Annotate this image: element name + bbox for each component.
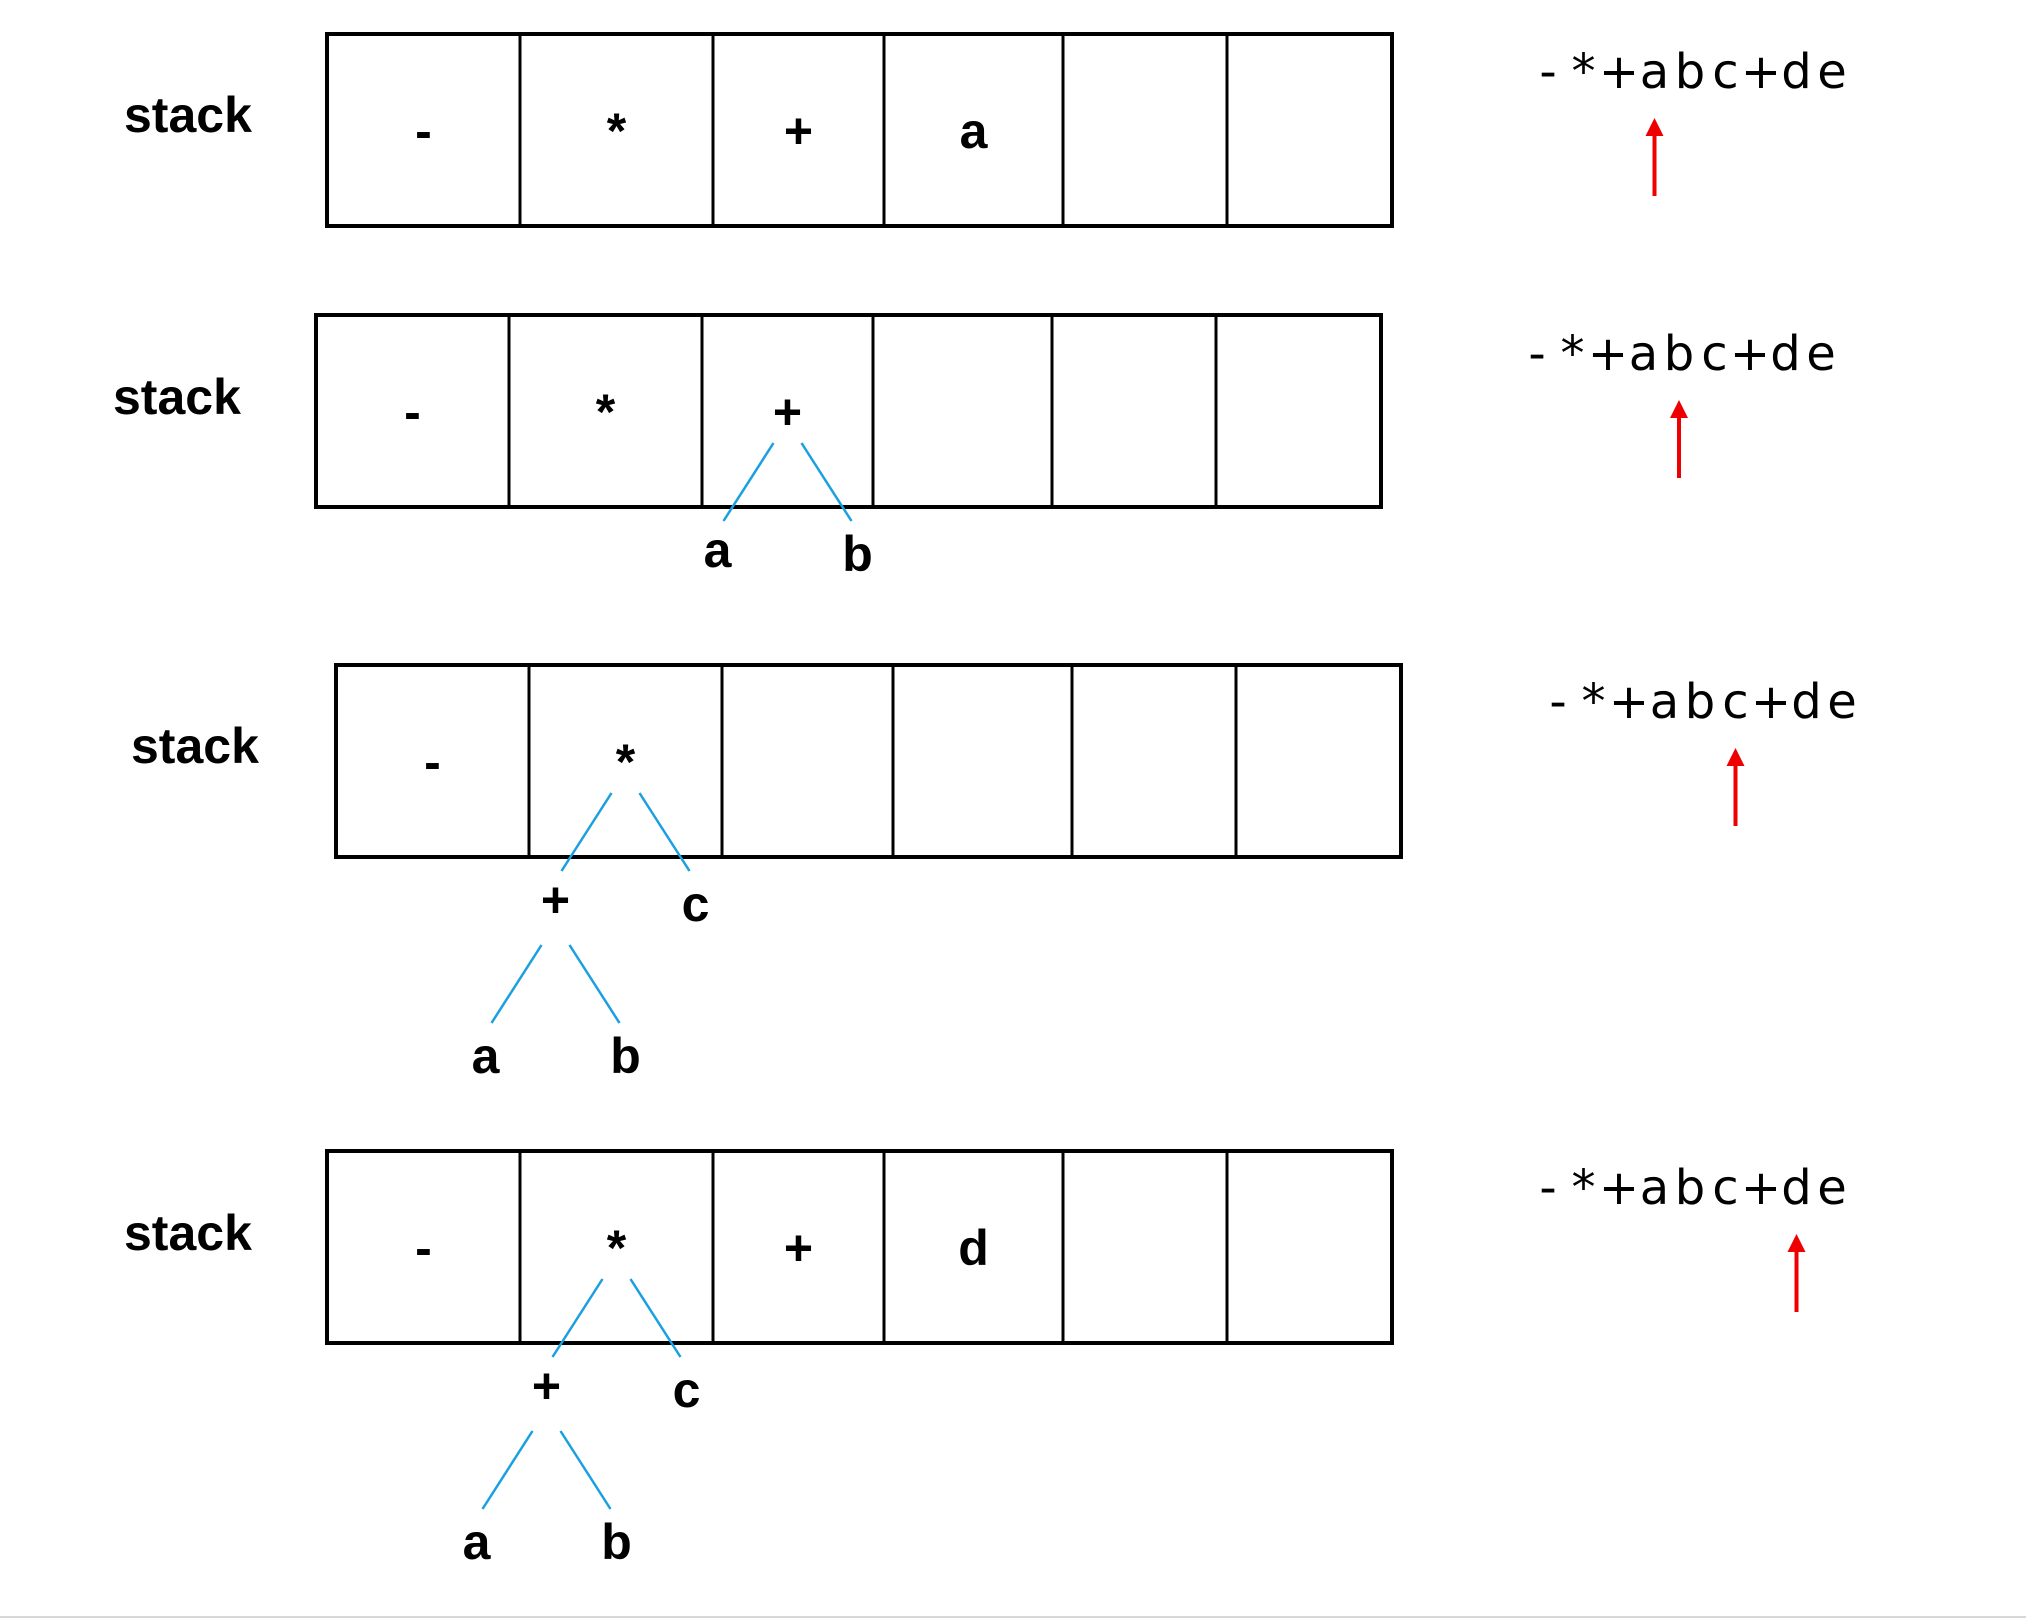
expression-token: * [1572, 44, 1596, 100]
expression-token: b [1675, 1160, 1705, 1216]
expression-token: d [1781, 44, 1811, 100]
expression-token: c [1722, 674, 1748, 730]
stack-frame [314, 313, 1383, 509]
expression-tree: + c a b [463, 1278, 701, 1570]
stack-label: stack [113, 369, 241, 425]
expression-token: + [1588, 326, 1628, 382]
expression-token: c [1701, 326, 1727, 382]
expression-token: d [1781, 1160, 1811, 1216]
tree-node: c [682, 876, 710, 932]
stack-label: stack [124, 87, 252, 143]
expression-token: + [1741, 44, 1781, 100]
expression-token: + [1599, 1160, 1639, 1216]
tree-node: c [673, 1362, 701, 1418]
tree-node: + [541, 872, 570, 928]
stack-cell-1: - [415, 1220, 432, 1276]
expression-token: e [1817, 1160, 1847, 1216]
expression-token: + [1751, 674, 1791, 730]
stack-frame [325, 32, 1394, 228]
tree-edge [638, 792, 691, 872]
stack-cell-2: * [607, 1220, 627, 1276]
tree-node: b [610, 1028, 641, 1084]
expression-token: a [1650, 674, 1679, 730]
expression-token: - [1549, 674, 1566, 730]
expression-token: - [1539, 1160, 1556, 1216]
expression-token: - [1539, 44, 1556, 100]
stack-label: stack [131, 718, 259, 774]
expression-token: * [1582, 674, 1606, 730]
expression-tree: + c a b [472, 792, 710, 1084]
red-up-arrow-icon [1787, 1234, 1806, 1312]
expression-token: e [1817, 44, 1847, 100]
stack-frame [325, 1149, 1394, 1345]
stack-cell-2: * [607, 103, 627, 159]
expression-token: + [1609, 674, 1649, 730]
expression-token: b [1675, 44, 1705, 100]
expression-token: + [1741, 1160, 1781, 1216]
tree-edge [722, 442, 775, 522]
red-up-arrow-icon [1670, 400, 1688, 478]
tree-edge [481, 1430, 534, 1510]
expression-token: + [1599, 44, 1639, 100]
tree-edge [800, 442, 853, 522]
tree-edge [560, 792, 613, 872]
tree-node: a [704, 522, 733, 578]
tree-node: b [601, 1514, 632, 1570]
expression-token: b [1664, 326, 1694, 382]
expression-token: e [1827, 674, 1857, 730]
tree-node: b [842, 526, 873, 582]
stack-cell-4: d [958, 1220, 989, 1276]
stack-cell-4: a [960, 103, 989, 159]
stack-cell-3: + [784, 103, 813, 159]
expression-token: + [1730, 326, 1770, 382]
expression-token: - [1528, 326, 1545, 382]
expression-token: b [1685, 674, 1715, 730]
expression-token: a [1629, 326, 1658, 382]
red-up-arrow-icon [1645, 118, 1664, 196]
stack-cell-3: + [773, 384, 802, 440]
tree-edge [559, 1430, 612, 1510]
expression-token: e [1806, 326, 1836, 382]
stack-frame [334, 663, 1403, 859]
stack-cell-3: + [784, 1220, 813, 1276]
red-up-arrow-icon [1726, 748, 1745, 826]
tree-node: a [463, 1514, 492, 1570]
tree-edge [551, 1278, 604, 1358]
expression-token: * [1572, 1160, 1596, 1216]
expression-token: d [1770, 326, 1800, 382]
tree-edge [568, 944, 621, 1024]
expression-token: a [1640, 44, 1669, 100]
expression-token: * [1561, 326, 1585, 382]
stack-cell-2: * [616, 734, 636, 790]
stack-cell-1: - [415, 103, 432, 159]
stack-cell-1: - [424, 734, 441, 790]
expression-token: a [1640, 1160, 1669, 1216]
tree-edge [490, 944, 543, 1024]
expression-token: c [1712, 44, 1738, 100]
expression-token: c [1712, 1160, 1738, 1216]
stack-cell-2: * [596, 384, 616, 440]
stack-label: stack [124, 1205, 252, 1261]
expression-token: d [1791, 674, 1821, 730]
stack-cell-1: - [404, 384, 421, 440]
tree-node: + [532, 1358, 561, 1414]
tree-edge [629, 1278, 682, 1358]
tree-node: a [472, 1028, 501, 1084]
